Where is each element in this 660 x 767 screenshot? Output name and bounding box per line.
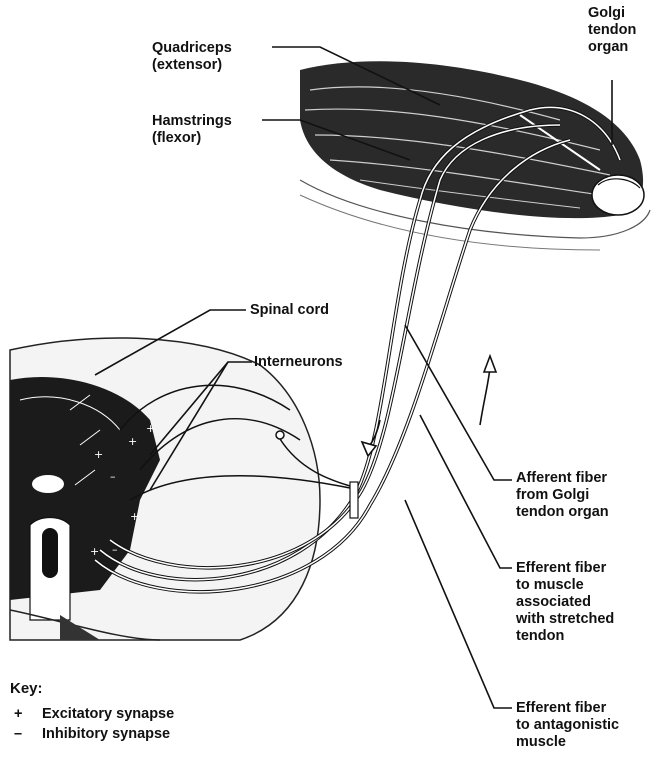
label-afferent-fiber: Afferent fiber from Golgi tendon organ — [516, 470, 609, 521]
key-excitatory: +Excitatory synapse — [14, 706, 174, 722]
svg-text:–: – — [110, 470, 116, 483]
label-spinal-cord: Spinal cord — [250, 302, 329, 319]
key-title: Key: — [10, 680, 43, 697]
svg-text:+: + — [90, 545, 99, 558]
svg-text:+: + — [130, 510, 139, 523]
key-inhibitory: –Inhibitory synapse — [14, 726, 170, 742]
label-hamstrings: Hamstrings (flexor) — [152, 113, 232, 147]
label-interneurons: Interneurons — [254, 354, 343, 371]
label-efferent-stretched: Efferent fiber to muscle associated with… — [516, 560, 614, 645]
label-quadriceps: Quadriceps (extensor) — [152, 40, 232, 74]
key-excitatory-label: Excitatory synapse — [42, 706, 174, 722]
label-efferent-antagonistic: Efferent fiber to antagonistic muscle — [516, 700, 619, 751]
label-golgi-tendon-organ: Golgi tendon organ — [588, 5, 636, 56]
svg-text:+: + — [146, 422, 155, 435]
key-inhibitory-label: Inhibitory synapse — [42, 726, 170, 742]
svg-text:+: + — [128, 435, 137, 448]
svg-text:–: – — [112, 543, 118, 556]
spinal-cord-section — [10, 338, 320, 640]
svg-text:+: + — [94, 448, 103, 461]
plus-icon: + — [14, 706, 42, 722]
minus-icon: – — [14, 726, 42, 742]
